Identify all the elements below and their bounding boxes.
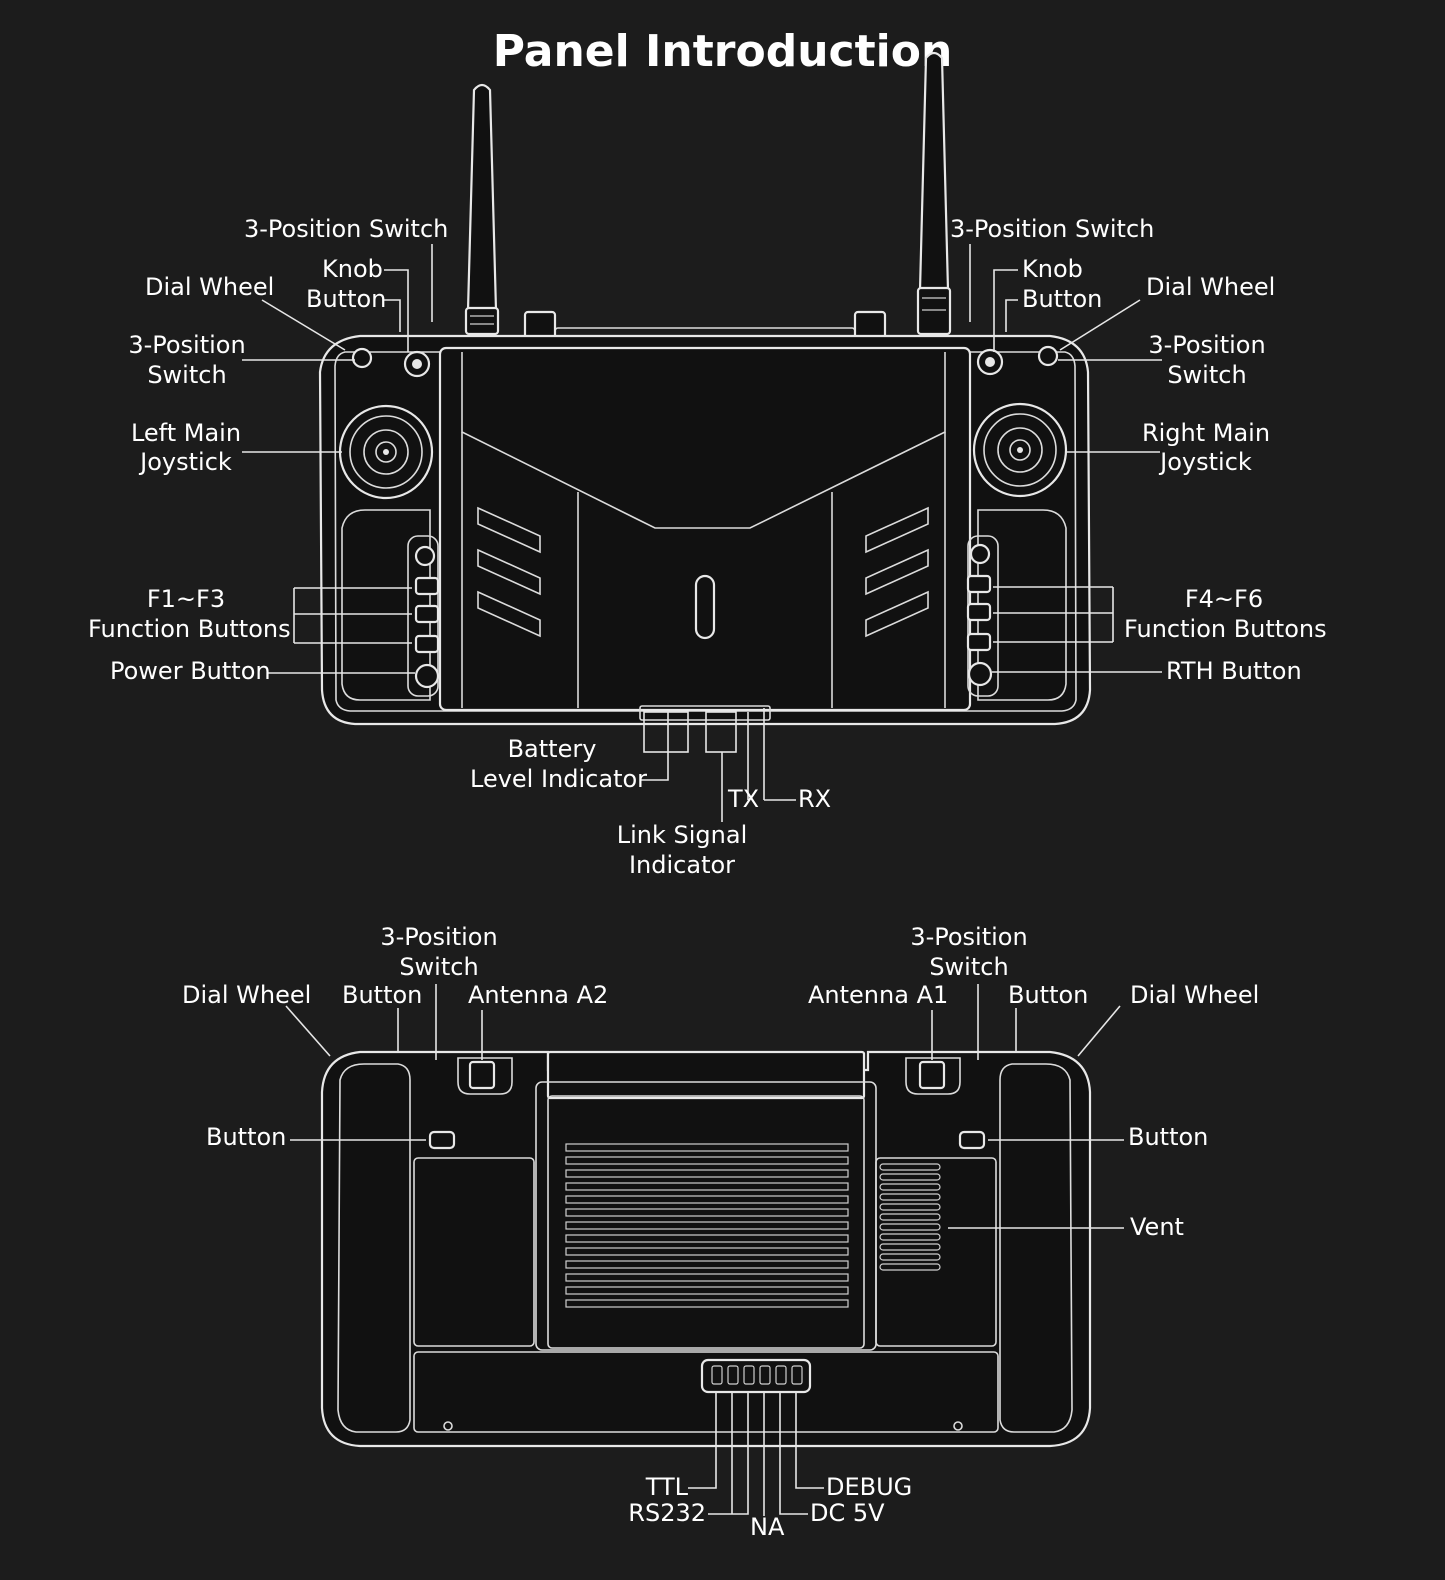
port-block	[700, 1358, 812, 1394]
page-title: Panel Introduction	[492, 26, 953, 77]
rear-grille	[565, 1143, 849, 1308]
back-vent-label: Vent	[1130, 1213, 1184, 1241]
back-right-button-label: Button	[1128, 1123, 1209, 1151]
back-body	[320, 1050, 1092, 1448]
front-rx-label: RX	[798, 785, 832, 813]
center-screen	[438, 346, 972, 712]
center-slot	[694, 574, 716, 640]
front-left-joystick-label-2: Joystick	[140, 448, 232, 476]
front-left-fn-label-2: Function Buttons	[88, 615, 291, 643]
top-bay	[546, 1050, 866, 1100]
front-rth-label: RTH Button	[1166, 657, 1302, 685]
front-left-3pos-label-2: Switch	[147, 361, 227, 389]
front-right-knob-label-1: Knob	[1022, 255, 1083, 283]
front-right-fn-label-1: F4~F6	[1184, 585, 1264, 613]
right-antenna	[916, 51, 952, 336]
back-antenna-a2-label: Antenna A2	[468, 981, 609, 1009]
front-left-joystick-label-1: Left Main	[130, 419, 242, 447]
back-na-label: NA	[750, 1513, 785, 1541]
back-right-dial-label: Dial Wheel	[1130, 981, 1260, 1009]
front-right-dial-label: Dial Wheel	[1146, 273, 1276, 301]
front-left-dial-label: Dial Wheel	[145, 273, 275, 301]
front-battery-label-1: Battery	[507, 735, 597, 763]
back-dc5v-label: DC 5V	[810, 1499, 885, 1527]
back-left-3pos-label-1: 3-Position	[380, 923, 498, 951]
back-left-top-button-label: Button	[342, 981, 423, 1009]
front-power-label: Power Button	[110, 657, 271, 685]
power-button-shape	[414, 663, 440, 689]
back-left-button-label: Button	[206, 1123, 287, 1151]
front-left-3pos-label-1: 3-Position	[128, 331, 246, 359]
back-left-3pos-label-2: Switch	[399, 953, 479, 981]
left-joystick	[338, 404, 434, 500]
vent-shape	[879, 1163, 941, 1271]
front-right-3pos-label-2: Switch	[1167, 361, 1247, 389]
front-left-knob-label-2: Button	[306, 285, 387, 313]
front-tx-label: TX	[728, 785, 760, 813]
front-link-label-1: Link Signal	[616, 821, 748, 849]
front-right-3pos-label-1: 3-Position	[1148, 331, 1266, 359]
front-right-joystick-label-2: Joystick	[1160, 448, 1252, 476]
back-right-3pos-label-1: 3-Position	[910, 923, 1028, 951]
back-view	[285, 984, 1124, 1516]
front-right-joystick-label-1: Right Main	[1141, 419, 1271, 447]
front-right-3pos-top-label: 3-Position Switch	[950, 215, 1155, 243]
right-joystick	[972, 402, 1068, 498]
front-left-knob-label-1: Knob	[322, 255, 383, 283]
front-right-fn-label-2: Function Buttons	[1124, 615, 1327, 643]
front-left-fn-label-1: F1~F3	[146, 585, 226, 613]
back-rs232-label: RS232	[628, 1499, 706, 1527]
back-ttl-label: TTL	[645, 1473, 688, 1501]
back-antenna-a1-label: Antenna A1	[808, 981, 949, 1009]
left-antenna	[464, 83, 500, 336]
front-view	[242, 51, 1162, 822]
back-right-3pos-label-2: Switch	[929, 953, 1009, 981]
back-right-top-button-label: Button	[1008, 981, 1089, 1009]
back-left-dial-label: Dial Wheel	[182, 981, 312, 1009]
rth-button-shape	[967, 661, 993, 687]
front-right-knob-label-2: Button	[1022, 285, 1103, 313]
front-battery-label-2: Level Indicator	[470, 765, 648, 793]
front-left-3pos-top-label: 3-Position Switch	[244, 215, 449, 243]
front-link-label-2: Indicator	[628, 851, 736, 879]
back-debug-label: DEBUG	[826, 1473, 913, 1501]
